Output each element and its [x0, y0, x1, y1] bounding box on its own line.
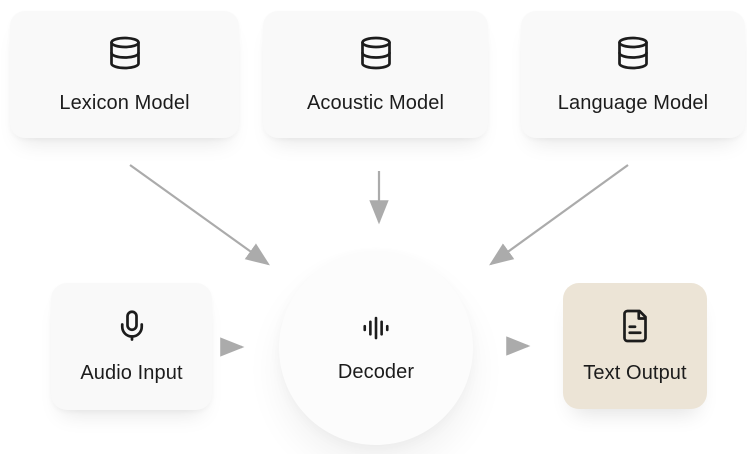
edge-lexicon-to-decoder: [129, 164, 270, 266]
node-label: Decoder: [337, 360, 415, 383]
database-icon: [358, 35, 394, 71]
document-icon: [617, 308, 653, 344]
node-label: Lexicon Model: [59, 91, 190, 114]
node-lexicon-model: Lexicon Model: [10, 11, 239, 138]
node-acoustic-model: Acoustic Model: [263, 11, 488, 138]
node-label: Text Output: [583, 361, 687, 384]
node-language-model: Language Model: [521, 11, 745, 138]
node-label: Acoustic Model: [306, 91, 444, 114]
node-label: Audio Input: [80, 362, 183, 384]
audio-waveform-icon: [359, 313, 393, 343]
node-label: Language Model: [557, 91, 709, 114]
microphone-icon: [114, 308, 150, 344]
edge-language-to-decoder: [489, 164, 629, 266]
database-icon: [107, 35, 143, 71]
node-text-output: Text Output: [563, 283, 707, 409]
node-decoder: Decoder: [279, 251, 473, 445]
database-icon: [615, 35, 651, 71]
node-audio-input: Audio Input: [51, 283, 212, 410]
